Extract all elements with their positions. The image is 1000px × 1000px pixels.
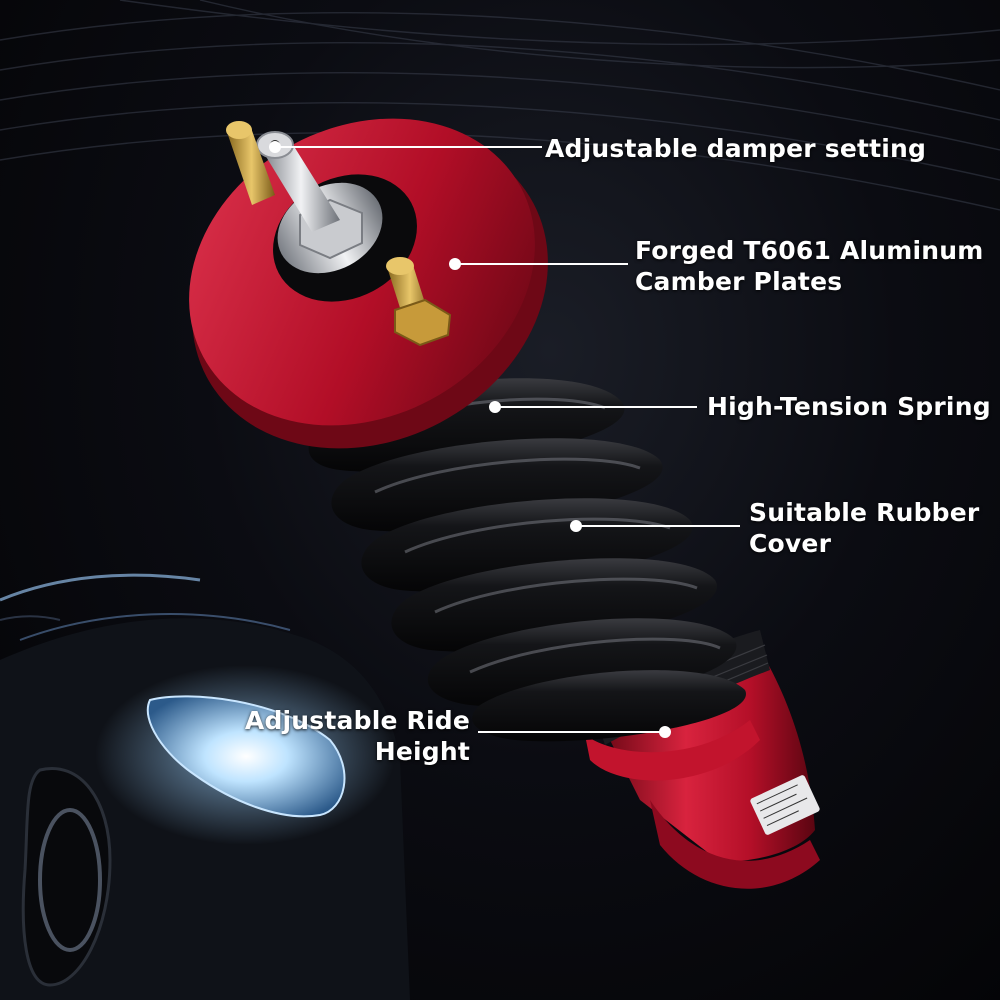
- callout-cover-line-1: Suitable Rubber: [749, 498, 980, 527]
- callout-ride-line-1: Adjustable Ride: [244, 706, 470, 735]
- studs: [226, 121, 452, 347]
- callout-ride-height-label: Adjustable Ride Height: [200, 705, 470, 767]
- spring: [308, 378, 746, 742]
- callout-damper-line-1: Adjustable damper setting: [545, 134, 927, 163]
- callout-ride-line-2: Height: [374, 737, 470, 766]
- car-silhouette: [0, 573, 410, 1000]
- callout-spring-label: High-Tension Spring: [707, 391, 991, 422]
- callout-camber-label: Forged T6061 Aluminum Camber Plates: [635, 235, 984, 297]
- background-streaks: [0, 0, 1000, 211]
- callout-spring-line-1: High-Tension Spring: [707, 392, 991, 421]
- coilover: [189, 118, 820, 889]
- callout-camber-line-1: Forged T6061 Aluminum: [635, 236, 984, 265]
- callout-camber-line-2: Camber Plates: [635, 267, 843, 296]
- callout-lines: [269, 141, 740, 738]
- callout-damper-label: Adjustable damper setting: [545, 133, 926, 164]
- callout-cover-label: Suitable Rubber Cover: [749, 497, 979, 559]
- callout-cover-line-2: Cover: [749, 529, 832, 558]
